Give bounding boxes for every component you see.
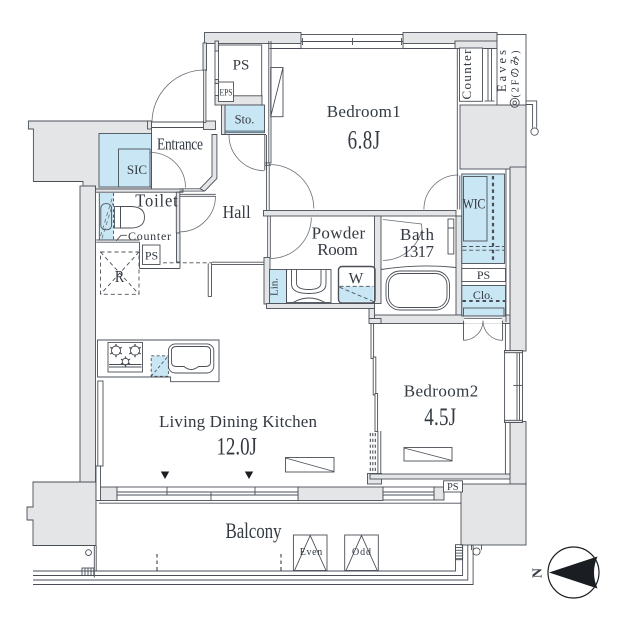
svg-text:N: N <box>531 568 546 578</box>
svg-text:Bedroom1: Bedroom1 <box>327 102 401 121</box>
svg-text:Toilet: Toilet <box>135 191 178 211</box>
svg-text:Room: Room <box>317 240 358 259</box>
svg-text:Counter: Counter <box>128 229 171 243</box>
svg-text:W: W <box>349 271 364 288</box>
svg-text:SIC: SIC <box>127 162 147 177</box>
svg-text:1317: 1317 <box>402 242 435 261</box>
svg-text:PS: PS <box>233 58 250 74</box>
svg-text:Odd: Odd <box>352 547 371 558</box>
svg-text:Powder: Powder <box>312 223 366 242</box>
svg-text:Bath: Bath <box>400 225 435 244</box>
svg-text:EPS: EPS <box>220 89 233 99</box>
svg-text:6.8J: 6.8J <box>348 124 381 154</box>
svg-text:Even: Even <box>300 547 323 558</box>
svg-text:PS: PS <box>145 249 158 263</box>
svg-text:Sto.: Sto. <box>235 113 255 127</box>
svg-text:Bedroom2: Bedroom2 <box>404 382 479 401</box>
svg-text:Counter: Counter <box>459 49 474 100</box>
svg-text:Clo.: Clo. <box>473 288 493 302</box>
svg-text:4.5J: 4.5J <box>424 402 456 430</box>
svg-text:PS: PS <box>447 482 459 493</box>
svg-text:PS: PS <box>477 268 490 282</box>
svg-text:Living Dining Kitchen: Living Dining Kitchen <box>159 412 318 431</box>
svg-text:WIC: WIC <box>463 195 486 212</box>
svg-text:Entrance: Entrance <box>157 135 203 154</box>
svg-text:Balcony: Balcony <box>226 519 282 544</box>
svg-text:12.0J: 12.0J <box>216 432 257 460</box>
svg-text:Lin.: Lin. <box>268 278 280 296</box>
svg-text:R: R <box>115 268 125 286</box>
svg-text:(2Fのみ): (2Fのみ) <box>511 51 522 98</box>
svg-text:Eaves: Eaves <box>495 50 509 92</box>
svg-text:Hall: Hall <box>223 202 251 222</box>
